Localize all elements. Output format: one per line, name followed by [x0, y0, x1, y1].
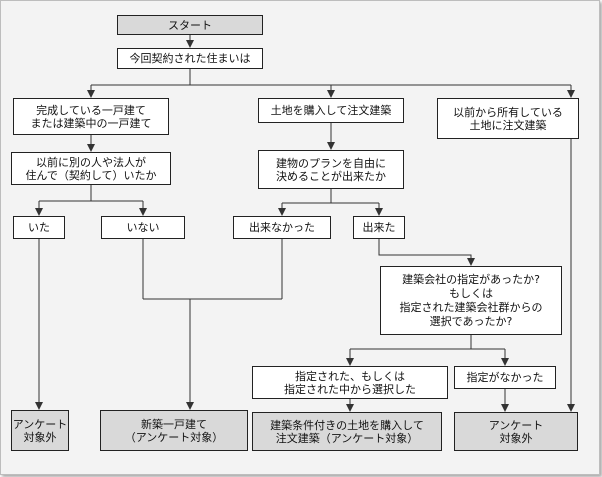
- node-completed: 完成している一戸建て または建築中の一戸建て: [13, 98, 169, 135]
- node-not-specified: 指定がなかった: [454, 366, 556, 389]
- node-new-house: 新築一戸建て （アンケート対象）: [100, 410, 248, 451]
- node-previously-lived: 以前に別の人や法人が 住んで（契約して）いたか: [11, 152, 171, 185]
- node-specified: 指定された、もしくは 指定された中から選択した: [252, 366, 448, 399]
- node-could: 出来た: [353, 216, 405, 239]
- node-yes-lived: いた: [13, 216, 65, 239]
- node-out-of-survey-1: アンケート 対象外: [11, 410, 69, 451]
- node-out-of-survey-2: アンケート 対象外: [454, 412, 578, 451]
- node-contract: 今回契約された住まいは: [117, 48, 263, 69]
- node-no-lived: いない: [101, 216, 185, 239]
- node-free-plan: 建物のプランを自由に 決めることが出来たか: [258, 150, 404, 189]
- node-owned-land: 以前から所有している 土地に注文建築: [437, 98, 579, 139]
- node-start: スタート: [117, 15, 263, 35]
- node-land-purchase: 土地を購入して注文建築: [258, 98, 404, 123]
- connector-could-builder: [378, 239, 475, 266]
- node-builder-specified: 建築会社の指定があったか? もしくは 指定された建築会社群からの 選択であったか…: [380, 266, 562, 335]
- node-could-not: 出来なかった: [233, 216, 331, 239]
- node-conditional-land: 建築条件付きの土地を購入して 注文建築（アンケート対象）: [252, 412, 442, 451]
